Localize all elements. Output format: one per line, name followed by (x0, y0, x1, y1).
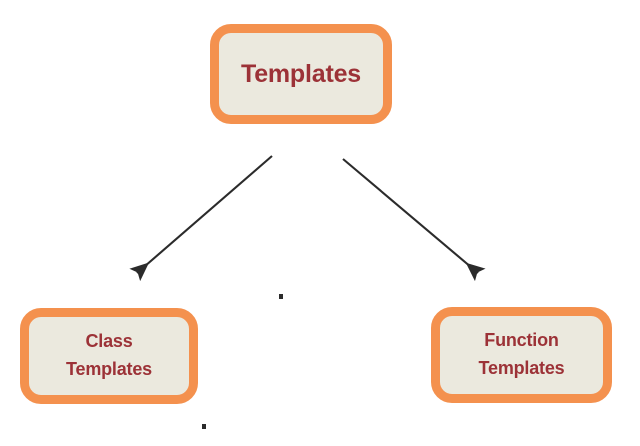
node-class-templates-label: Class Templates (66, 331, 152, 379)
node-class-templates[interactable]: Class Templates (20, 308, 198, 404)
node-templates[interactable]: Templates (210, 24, 392, 124)
edge-root-to-function (342, 158, 486, 282)
edge-root-to-class (129, 155, 273, 282)
node-function-templates[interactable]: Function Templates (431, 307, 612, 403)
artifact-speck-upper (279, 294, 283, 299)
node-templates-label: Templates (240, 59, 361, 88)
node-function-templates-label: Function Templates (478, 330, 565, 378)
artifact-speck-lower (202, 424, 206, 429)
